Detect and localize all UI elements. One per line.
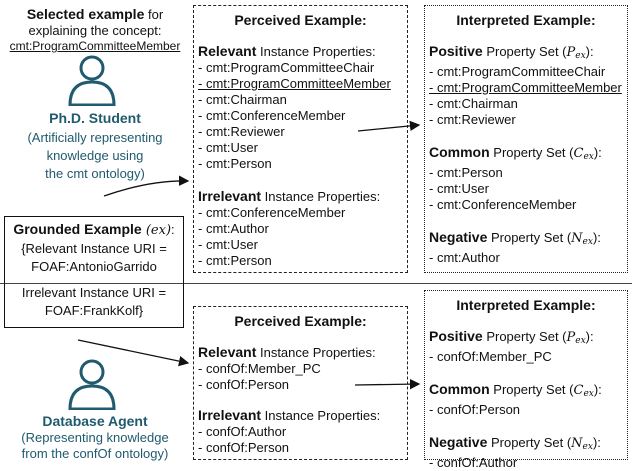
- top-irrelevant-list: - cmt:ConferenceMember - cmt:Author - cm…: [198, 205, 407, 269]
- top-relevant-list: - cmt:ProgramCommitteeChair - cmt:Progra…: [198, 60, 407, 172]
- concept-name: cmt:ProgramCommitteeMember: [9, 39, 181, 53]
- top-interpreted-title: Interpreted Example:: [456, 12, 596, 28]
- list-item: - cmt:Author: [198, 221, 269, 236]
- list-item: - cmt:User: [429, 181, 489, 196]
- list-item: - cmt:ConferenceMember: [429, 197, 577, 212]
- top-common-list: - cmt:Person - cmt:User - cmt:Conference…: [429, 165, 627, 213]
- arrow-grounded-to-perceived: [77, 339, 190, 367]
- top-negative-list: - cmt:Author: [429, 250, 627, 266]
- bottom-interpreted-box: Interpreted Example: Positive Property S…: [424, 290, 628, 470]
- list-item: - cmt:ConferenceMember: [198, 205, 346, 220]
- list-item: - cmt:ProgramCommitteeChair: [429, 64, 606, 79]
- list-item: - cmt:ProgramCommitteeMember: [429, 80, 622, 95]
- list-item: - cmt:Reviewer: [429, 112, 516, 127]
- list-item: - confOf:Person: [198, 440, 290, 455]
- list-item: - confOf:Member_PC: [429, 349, 552, 364]
- bottom-common-list: - confOf:Person: [429, 402, 627, 418]
- list-item: - cmt:Author: [429, 250, 500, 265]
- list-item: - confOf:Member_PC: [198, 361, 321, 376]
- section-divider: [0, 283, 632, 284]
- list-item: - cmt:Person: [429, 165, 503, 180]
- list-item: - cmt:ConferenceMember: [198, 108, 346, 123]
- arrow-perceived-to-interpreted: [357, 120, 421, 132]
- bottom-positive-list: - confOf:Member_PC: [429, 349, 627, 365]
- agent-label: Database Agent (Representing knowledge f…: [21, 413, 169, 461]
- top-interpreted-box: Interpreted Example: Positive Property S…: [424, 5, 628, 273]
- list-item: - cmt:ProgramCommitteeMember: [198, 76, 391, 91]
- list-item: - cmt:User: [198, 237, 258, 252]
- list-item: - cmt:Person: [198, 156, 272, 171]
- list-item: - cmt:Reviewer: [198, 124, 285, 139]
- list-item: - confOf:Author: [198, 424, 287, 439]
- top-perceived-box: Perceived Example: Relevant Instance Pro…: [193, 5, 408, 273]
- top-positive-list: - cmt:ProgramCommitteeChair - cmt:Progra…: [429, 64, 627, 128]
- bottom-perceived-title: Perceived Example:: [234, 313, 367, 329]
- bottom-perceived-box: Perceived Example: Relevant Instance Pro…: [193, 306, 408, 460]
- list-item: - confOf:Person: [429, 402, 521, 417]
- list-item: - cmt:Person: [198, 253, 272, 268]
- grounded-example-box: Grounded Example (ex): {Relevant Instanc…: [4, 216, 184, 328]
- list-item: - confOf:Person: [198, 377, 290, 392]
- list-item: - cmt:ProgramCommitteeChair: [198, 60, 375, 75]
- list-item: - cmt:Chairman: [198, 92, 287, 107]
- person-icon: [66, 54, 118, 106]
- student-label: Ph.D. Student (Artificially representing…: [27, 110, 163, 181]
- bottom-relevant-list: - confOf:Member_PC - confOf:Person: [198, 361, 407, 393]
- selected-example-caption: Selected example for explaining the conc…: [0, 6, 190, 54]
- bottom-interpreted-title: Interpreted Example:: [456, 297, 596, 313]
- top-perceived-title: Perceived Example:: [234, 12, 367, 28]
- arrow-student-to-perceived: [103, 175, 190, 197]
- list-item: - cmt:Chairman: [429, 96, 518, 111]
- list-item: - cmt:User: [198, 140, 258, 155]
- person-icon: [66, 358, 118, 410]
- arrow-perceived-to-interpreted-bottom: [354, 378, 421, 390]
- bottom-irrelevant-list: - confOf:Author - confOf:Person: [198, 424, 407, 456]
